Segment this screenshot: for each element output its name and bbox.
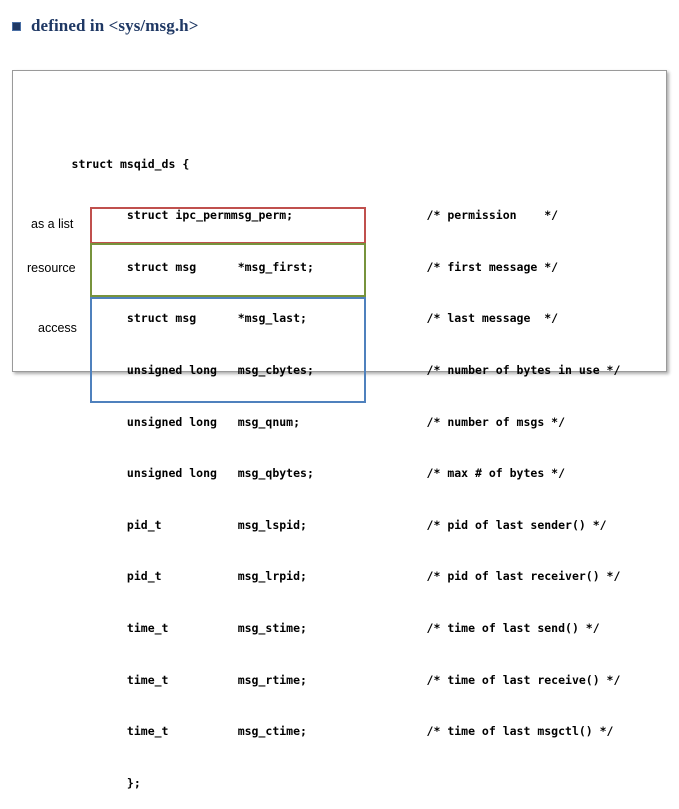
code-panel: struct msqid_ds { struct ipc_permmsg_per… (12, 70, 667, 790)
code-line: unsigned long msg_qnum; /* number of msgs… (30, 396, 620, 429)
code-line: time_t msg_rtime; /* time of last receive… (30, 654, 621, 687)
highlight-box-resource (90, 243, 366, 297)
code-comment: /* time of last receive() */ (426, 672, 621, 687)
code-line: pid_t msg_lrpid; /* pid of last receiver(… (30, 551, 621, 583)
code-line: time_t msg_stime; /* time of last send() … (30, 603, 620, 635)
code-comment: /* time of last send() */ (426, 620, 600, 635)
code-line: struct msg *msg_last; /* last message */ (30, 293, 620, 325)
code-declaration: struct msqid_ds { (71, 156, 190, 171)
code-comment: /* pid of last sender() */ (426, 517, 607, 532)
slide-heading-text: defined in <sys/msg.h> (31, 16, 199, 35)
code-declaration: struct msg *msg_first; (71, 259, 314, 274)
code-comment: /* first message */ (426, 259, 559, 274)
code-declaration: time_t msg_rtime; (71, 672, 307, 687)
code-line: struct ipc_permmsg_perm; /* permission */ (30, 190, 620, 222)
code-line: }; (30, 758, 620, 790)
code-declaration: unsigned long msg_qbytes; (71, 466, 314, 481)
code-declaration: unsigned long msg_cbytes; (71, 362, 314, 377)
code-comment: /* time of last msgctl() */ (426, 724, 614, 739)
code-comment: /* number of msgs */ (426, 414, 566, 429)
struct-definition-code: struct msqid_ds { struct ipc_permmsg_per… (30, 104, 621, 809)
code-line: pid_t msg_lspid; /* pid of last sender() … (30, 500, 620, 532)
highlight-box-access (90, 297, 366, 403)
code-declaration: unsigned long msg_qnum; (71, 414, 301, 429)
code-declaration: time_t msg_ctime; (71, 724, 307, 739)
code-comment: /* pid of last receiver() */ (426, 569, 621, 584)
code-line: struct msg *msg_first; /* first message *… (30, 242, 620, 274)
code-declaration: struct ipc_permmsg_perm; (71, 208, 294, 223)
code-declaration: time_t msg_stime; (71, 620, 307, 635)
code-line: struct msqid_ds { (30, 138, 620, 171)
code-declaration: struct msg *msg_last; (71, 311, 307, 326)
code-line: unsigned long msg_qbytes; /* max # of byt… (30, 448, 620, 480)
annotation-as-a-list: as a list (31, 217, 74, 231)
annotation-resource: resource (27, 261, 76, 275)
code-comment: /* last message */ (426, 311, 559, 326)
square-bullet-icon (12, 21, 21, 31)
code-comment: /* max # of bytes */ (426, 466, 566, 481)
slide-heading: defined in <sys/msg.h> (12, 16, 199, 36)
code-comment: /* number of bytes in use */ (426, 362, 621, 377)
code-declaration: }; (71, 775, 141, 790)
code-line: time_t msg_ctime; /* time of last msgctl(… (30, 706, 620, 738)
code-comment: /* permission */ (426, 208, 559, 223)
code-declaration: pid_t msg_lrpid; (71, 569, 307, 584)
code-declaration: pid_t msg_lspid; (71, 517, 307, 532)
annotation-access: access (38, 321, 77, 335)
code-line: unsigned long msg_cbytes; /* number of by… (30, 345, 621, 377)
